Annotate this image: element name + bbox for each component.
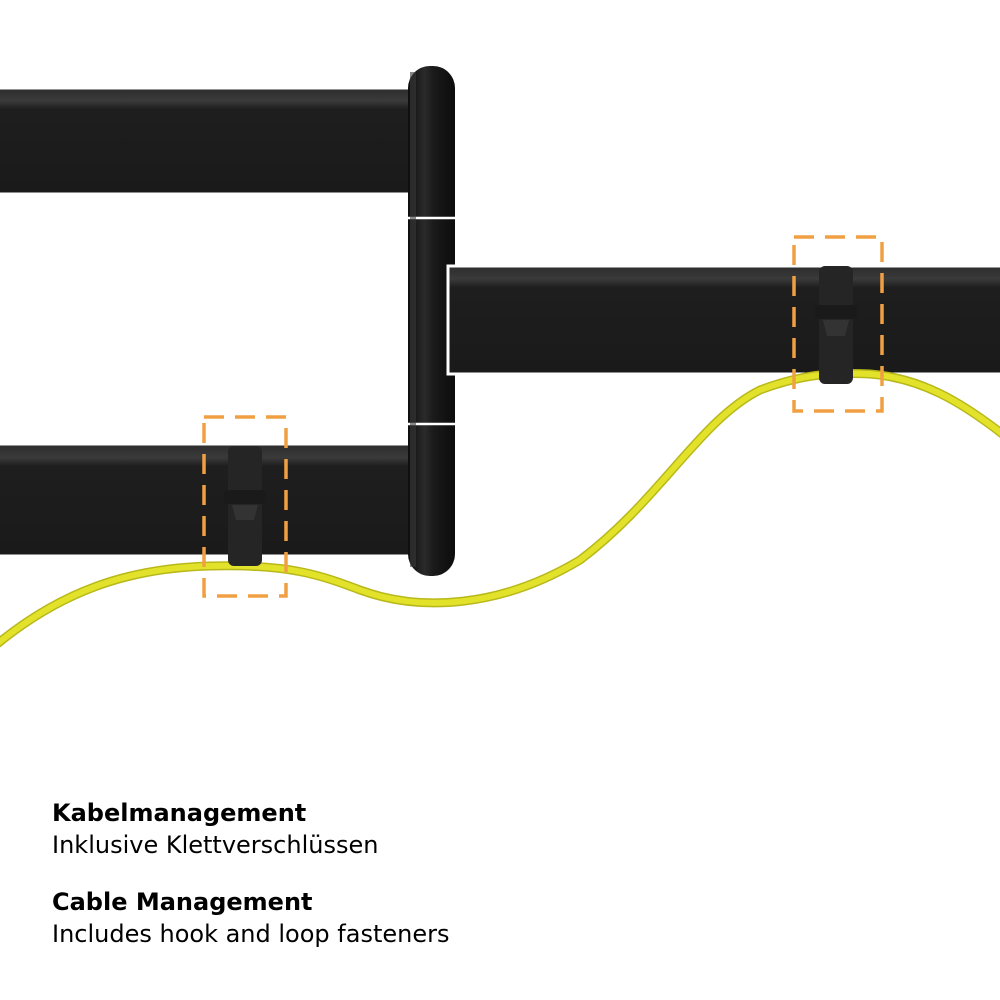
upper-left-arm [0, 86, 414, 196]
right-fastener-strap [815, 266, 857, 384]
caption-english: Cable Management Includes hook and loop … [52, 886, 449, 950]
caption-english-title: Cable Management [52, 888, 313, 916]
right-arm [446, 264, 1000, 376]
left-fastener-strap [224, 446, 266, 566]
left-highlight-box [202, 415, 288, 598]
pivot-joint [406, 66, 457, 576]
right-highlight-box [792, 235, 884, 413]
lower-left-arm [0, 442, 418, 558]
yellow-cable [0, 368, 1000, 648]
caption-german-title: Kabelmanagement [52, 799, 307, 827]
caption-english-subtitle: Includes hook and loop fasteners [52, 920, 450, 948]
caption-german-subtitle: Inklusive Klettverschlüssen [52, 831, 379, 859]
caption-german: Kabelmanagement Inklusive Klettverschlüs… [52, 797, 378, 861]
